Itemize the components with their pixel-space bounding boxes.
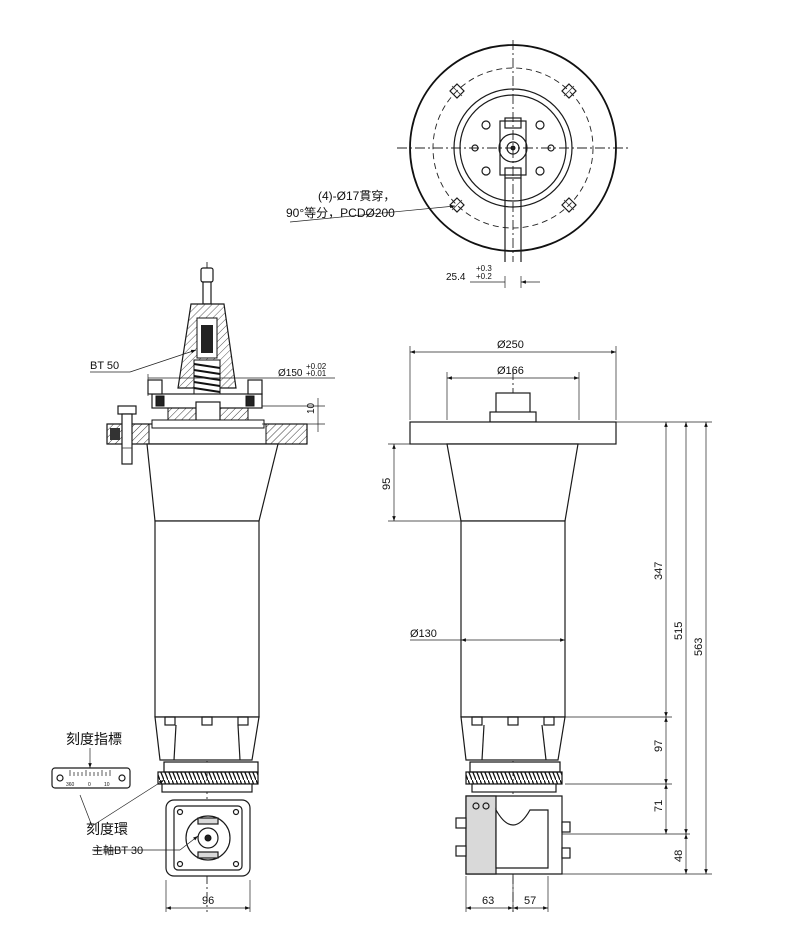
body-dia-dim: Ø130 <box>410 628 437 640</box>
head-width-dim: 96 <box>202 895 214 907</box>
right-side-view <box>388 346 712 912</box>
scale-indicator-label: 刻度指標 <box>66 731 122 747</box>
offset-63-dim: 63 <box>482 895 494 907</box>
spindle-bt30-label: 主軸BT 30 <box>92 843 143 857</box>
slot-tol-lower: +0.2 <box>476 272 492 281</box>
length-97-dim: 97 <box>653 740 665 752</box>
pilot-tol-upper: +0.02 <box>306 362 327 371</box>
scale-ring-label: 刻度環 <box>86 821 128 837</box>
scale-tick-360: 360 <box>66 782 75 788</box>
scale-tick-0: 0 <box>88 782 91 788</box>
left-section-view <box>90 262 335 912</box>
holes-callout-line1: (4)-Ø17貫穿， <box>318 188 395 203</box>
length-515-dim: 515 <box>673 622 685 640</box>
pilot-tol-lower: +0.01 <box>306 369 327 378</box>
flange-dia-dim: Ø250 <box>497 339 524 351</box>
length-71-dim: 71 <box>653 800 665 812</box>
offset-57-dim: 57 <box>524 895 536 907</box>
holes-callout-line2: 90°等分，PCDØ200 <box>286 206 395 220</box>
length-48-dim: 48 <box>673 850 685 862</box>
pilot-dia-dim: Ø150 <box>278 368 303 379</box>
taper-height-dim: 95 <box>381 478 393 490</box>
hub-screw-hole <box>471 120 555 176</box>
pilot-height-dim: 10 <box>306 402 317 414</box>
slot-width-dim: 25.4 <box>446 272 466 283</box>
top-view <box>289 40 628 288</box>
bt50-label: BT 50 <box>90 360 119 372</box>
scale-tick-10: 10 <box>104 782 110 788</box>
flange-bolt-hole <box>449 83 577 213</box>
length-563-dim: 563 <box>693 638 705 656</box>
scale-indicator-plate <box>51 748 131 789</box>
boss-dia-dim: Ø166 <box>497 365 524 377</box>
slot-tol-upper: +0.3 <box>476 264 492 273</box>
length-347-dim: 347 <box>653 562 665 580</box>
